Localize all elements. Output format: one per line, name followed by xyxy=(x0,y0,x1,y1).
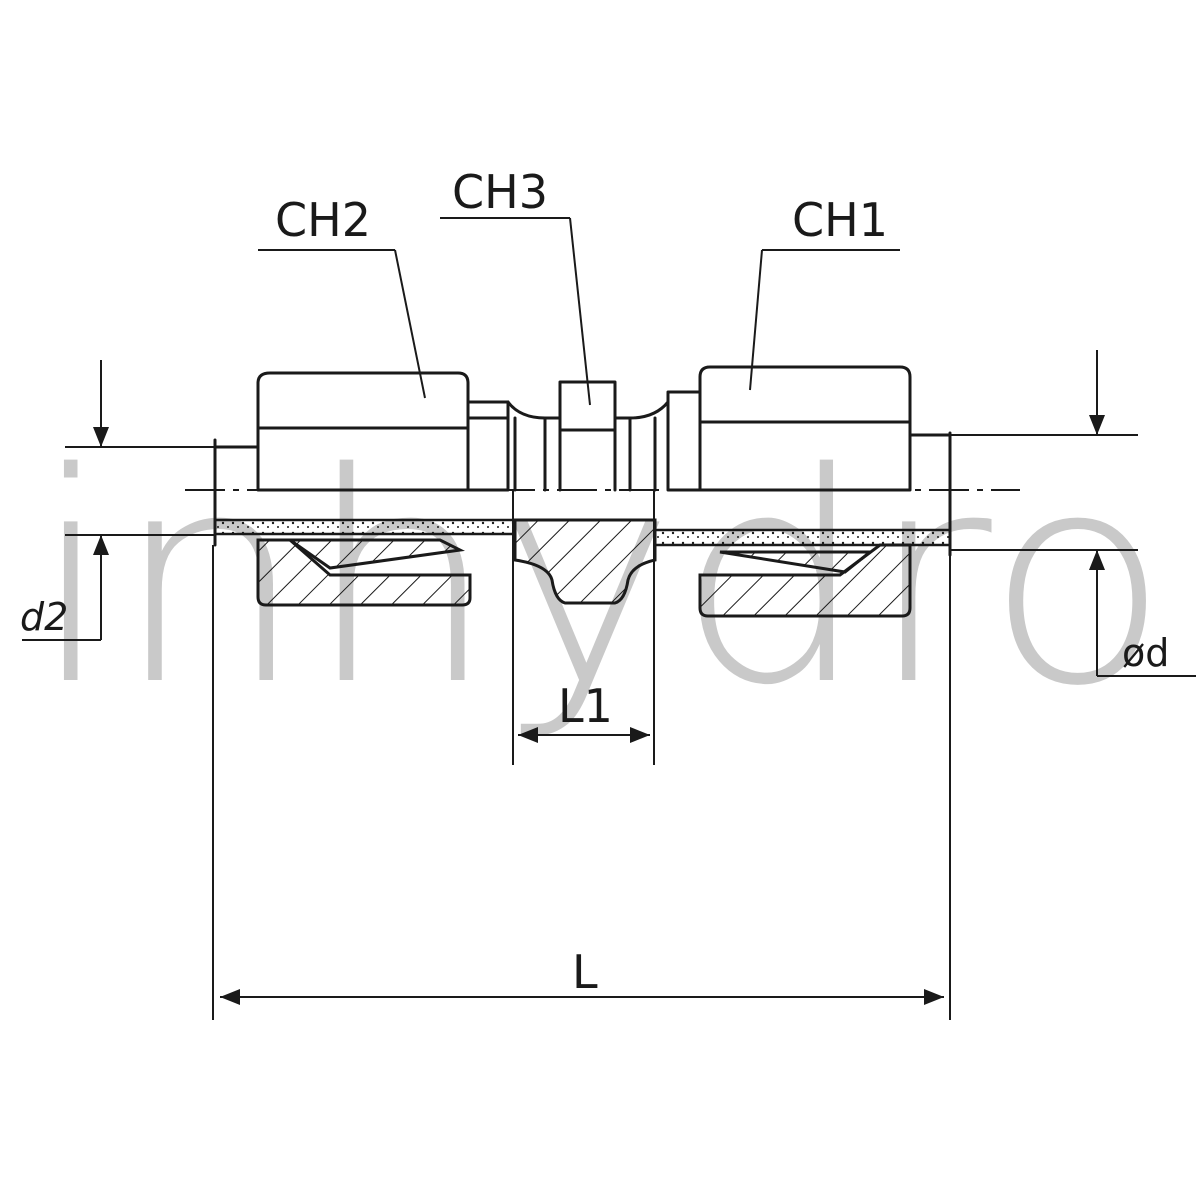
leader-ch3 xyxy=(440,217,591,406)
leader-ch2 xyxy=(258,249,426,399)
label-ch2: CH2 xyxy=(275,193,371,247)
left-tube xyxy=(213,438,517,547)
label-ch1: CH1 xyxy=(792,193,888,247)
left-nut-section xyxy=(256,538,472,607)
label-d: ød xyxy=(1122,631,1169,675)
dimension-d xyxy=(950,350,1196,677)
label-ch3: CH3 xyxy=(452,165,548,219)
right-nut-ch1 xyxy=(698,365,912,492)
label-l: L xyxy=(572,945,598,999)
right-ring-section xyxy=(719,550,875,574)
left-ring-section xyxy=(285,538,465,570)
leader-ch1 xyxy=(749,249,900,391)
dimension-d2 xyxy=(22,360,215,641)
dimension-l xyxy=(212,545,951,1020)
label-l1: L1 xyxy=(558,679,613,733)
center-body-section xyxy=(513,518,657,605)
dimension-l1 xyxy=(512,490,655,765)
label-d2: d2 xyxy=(20,595,68,639)
left-nut-ch2 xyxy=(256,371,510,492)
